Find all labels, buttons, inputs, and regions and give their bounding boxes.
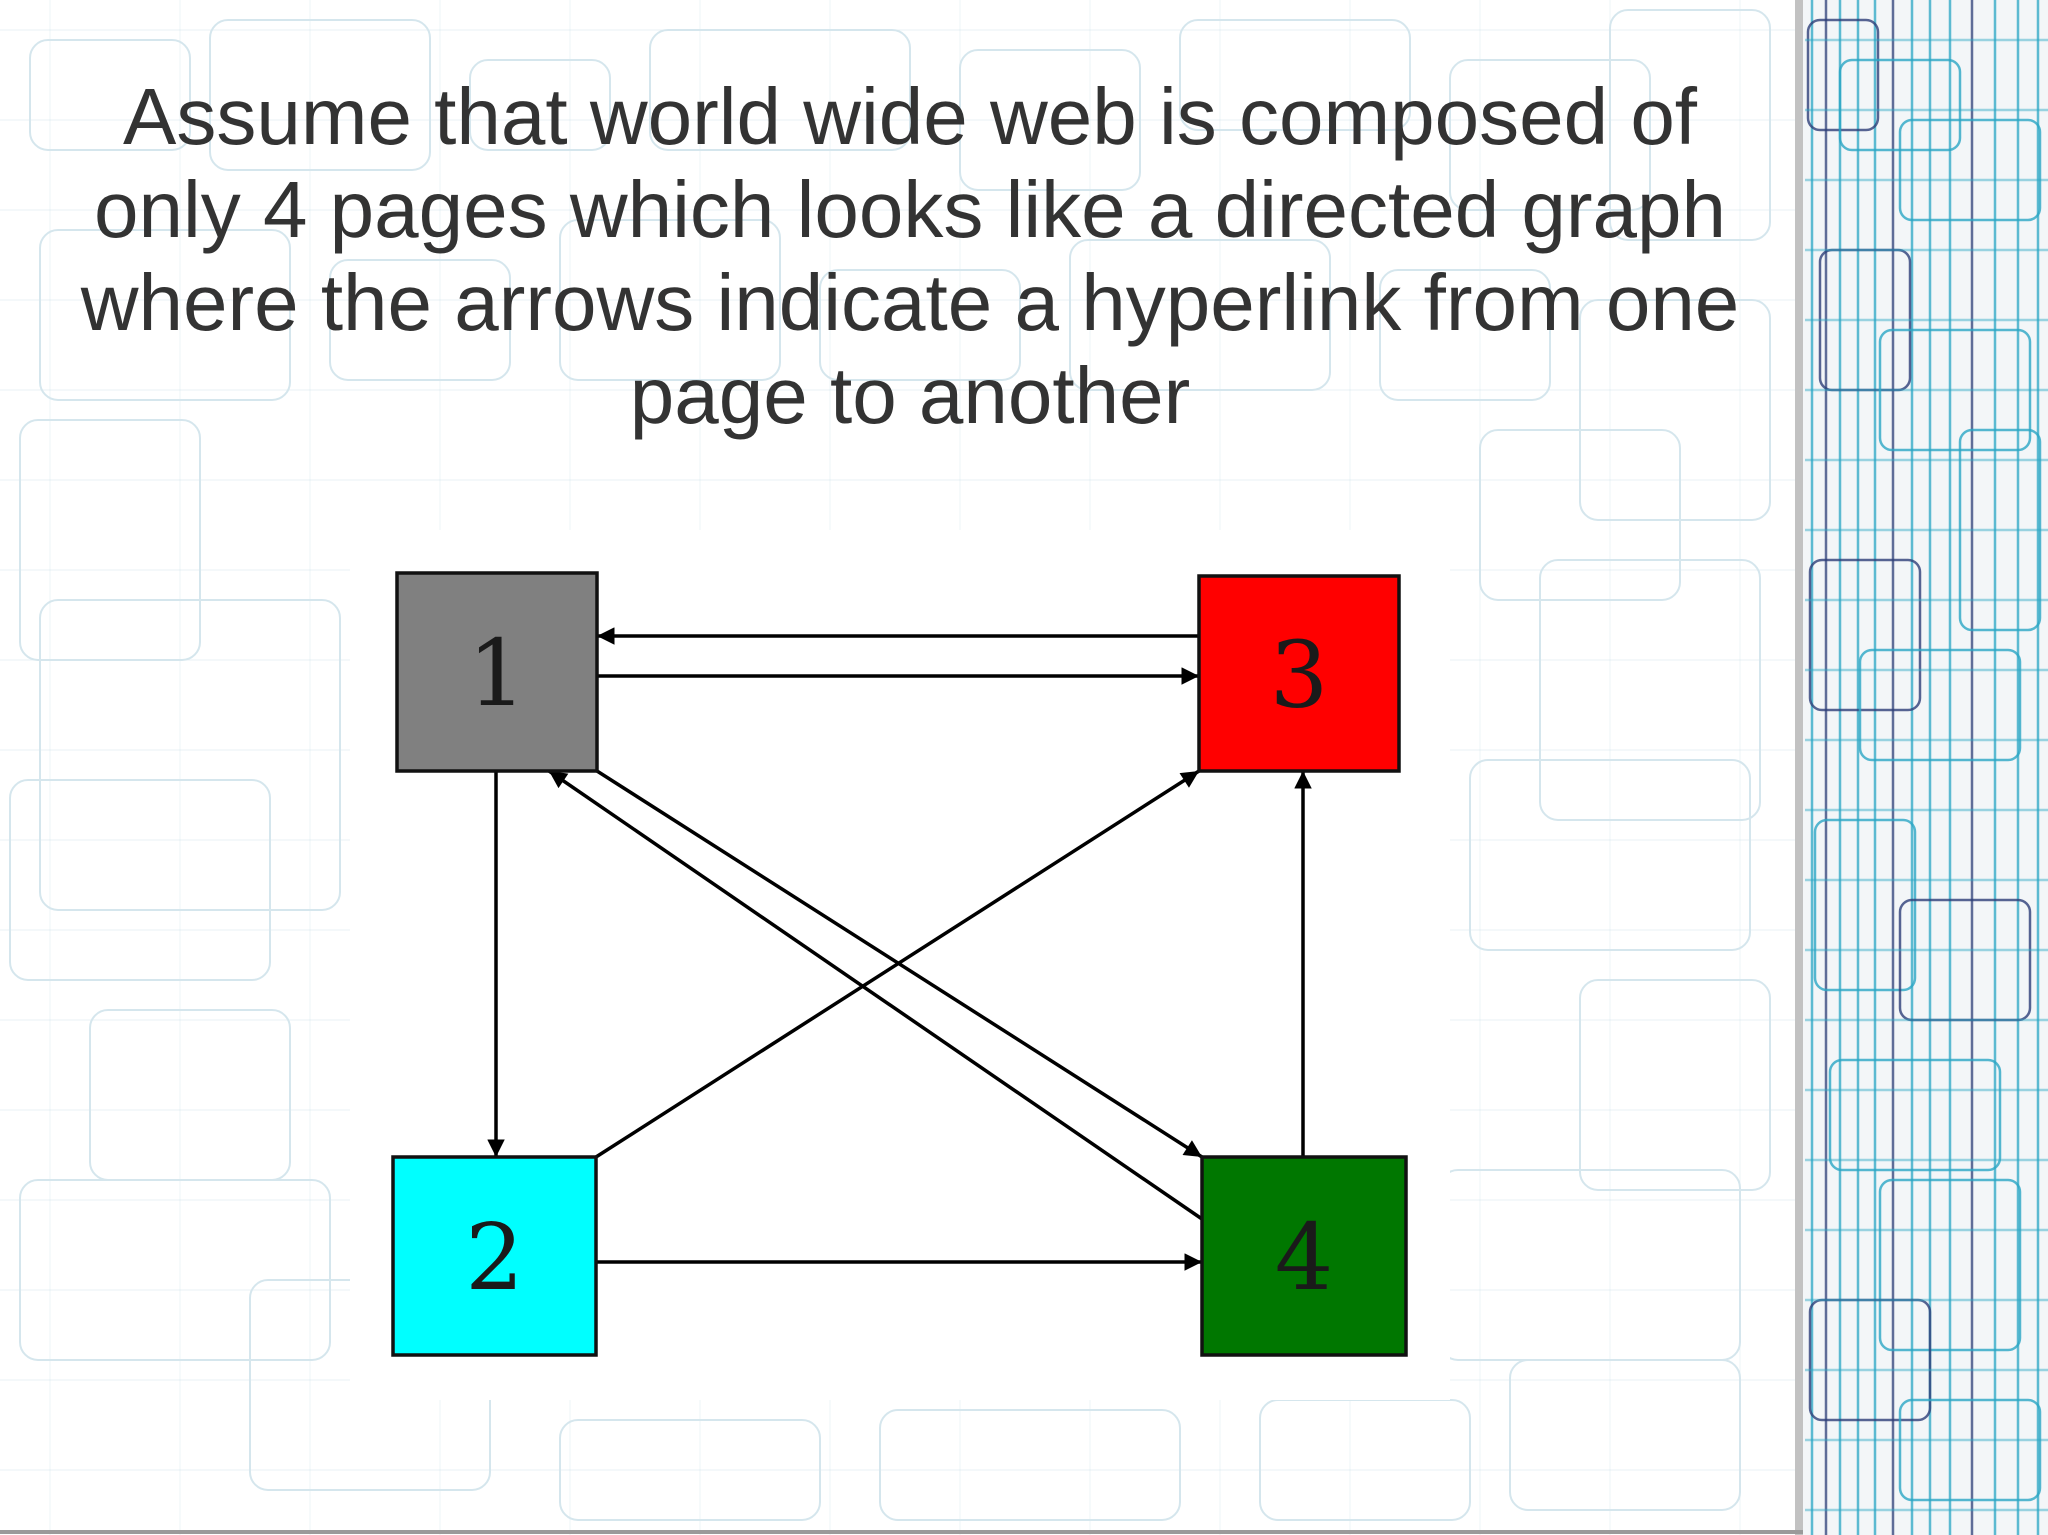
node-2: 2 <box>391 1155 598 1357</box>
circuit-trace <box>1828 1058 2002 1172</box>
slide-title: Assume that world wide web is composed o… <box>80 72 1740 440</box>
edge-2-to-3 <box>595 769 1200 1159</box>
circuit-trace <box>1898 898 2032 1022</box>
circuit-trace <box>1878 1178 2022 1352</box>
circuit-trace <box>1818 248 1912 392</box>
node-box <box>1197 574 1401 773</box>
node-box <box>1200 1155 1408 1357</box>
node-4: 4 <box>1200 1155 1408 1357</box>
circuit-trace <box>329 259 511 381</box>
circuit-trace <box>1509 1359 1741 1511</box>
node-box <box>391 1155 598 1357</box>
node-label: 3 <box>1270 622 1329 729</box>
circuit-trace <box>19 1179 331 1361</box>
circuit-trace <box>1878 328 2032 452</box>
circuit-trace <box>1898 118 2042 222</box>
circuit-trace <box>879 1409 1181 1521</box>
circuit-trace <box>209 19 431 171</box>
node-1: 1 <box>395 571 599 773</box>
circuit-trace <box>39 229 291 401</box>
circuit-trace <box>1469 759 1751 951</box>
edges-layer <box>487 627 1312 1271</box>
node-3: 3 <box>1197 574 1401 773</box>
circuit-trace <box>1179 19 1411 131</box>
node-label: 2 <box>465 1204 524 1311</box>
circuit-trace <box>1808 558 1922 712</box>
circuit-trace <box>9 779 271 981</box>
circuit-trace <box>1898 1398 2042 1502</box>
circuit-trace <box>29 39 191 151</box>
circuit-trace <box>1539 559 1761 821</box>
circuit-trace <box>469 59 611 151</box>
circuit-trace <box>1379 269 1551 401</box>
circuit-trace <box>1858 648 2022 762</box>
circuit-trace <box>1609 9 1771 241</box>
side-panel <box>1803 0 2048 1535</box>
circuit-trace <box>1808 1298 1932 1422</box>
circuit-trace <box>819 269 1021 381</box>
node-box <box>395 571 599 773</box>
nodes-layer: 1 2 3 4 <box>391 571 1408 1357</box>
circuit-trace <box>1579 979 1771 1191</box>
side-circuit-pattern <box>1805 0 2048 1535</box>
circuit-trace <box>1806 18 1880 132</box>
node-label: 4 <box>1275 1204 1334 1311</box>
node-label: 1 <box>468 620 527 727</box>
circuit-trace <box>1259 1399 1471 1521</box>
circuit-trace <box>1958 428 2042 632</box>
edge-4-to-1 <box>548 769 1203 1221</box>
circuit-trace <box>39 599 341 911</box>
circuit-trace <box>1813 818 1917 992</box>
circuit-trace <box>1479 429 1681 601</box>
